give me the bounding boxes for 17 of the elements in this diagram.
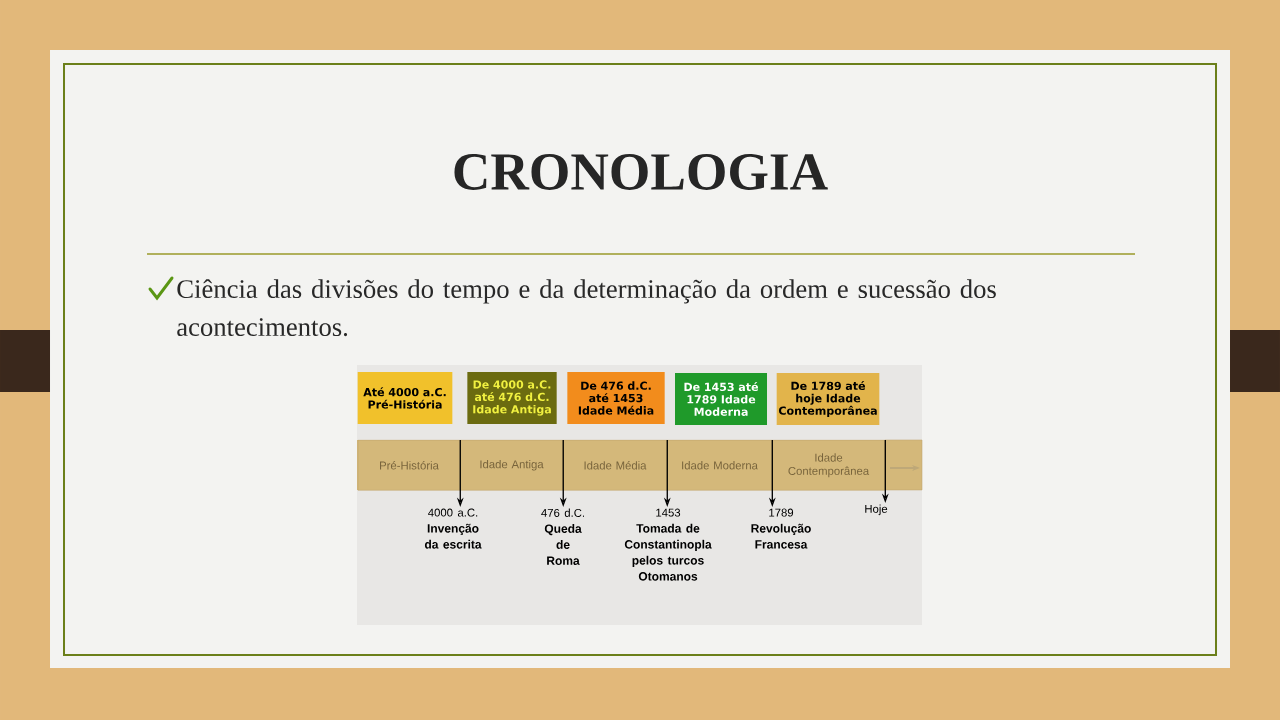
era-box: De 1789 até hoje Idade Contemporânea <box>776 373 880 425</box>
timeline-segment: Idade Moderna <box>666 440 773 491</box>
timeline-segment: Idade Antiga <box>459 440 564 491</box>
timeline-segment: Pré-História <box>357 440 461 491</box>
timeline-segment: Idade Média <box>562 440 668 491</box>
event-label: Hoje <box>865 504 888 516</box>
event-label: 1789 Revolução Francesa <box>751 508 811 549</box>
event-label: 476 d.C. Queda de Roma <box>541 508 585 565</box>
era-box: De 4000 a.C. até 476 d.C. Idade Antiga <box>467 372 557 424</box>
era-box: De 1453 até 1789 Idade Moderna <box>675 373 767 425</box>
event-label: 4000 a.C. Invenção da escrita <box>424 508 482 549</box>
title: CRONOLOGIA <box>454 154 828 190</box>
bullet-text: Ciência das divisões do tempo e da determinação da ordem e sucessão dos acontecimentos. <box>177 279 996 337</box>
timeline-segment: Idade Contemporânea <box>771 440 886 491</box>
era-box: Até 4000 a.C. Pré-História <box>357 372 453 424</box>
event-label: 1453 Tomada de Constantinopla pelos turcos Otomanos <box>624 508 712 581</box>
era-box: De 476 d.C. até 1453 Idade Média <box>567 372 665 424</box>
